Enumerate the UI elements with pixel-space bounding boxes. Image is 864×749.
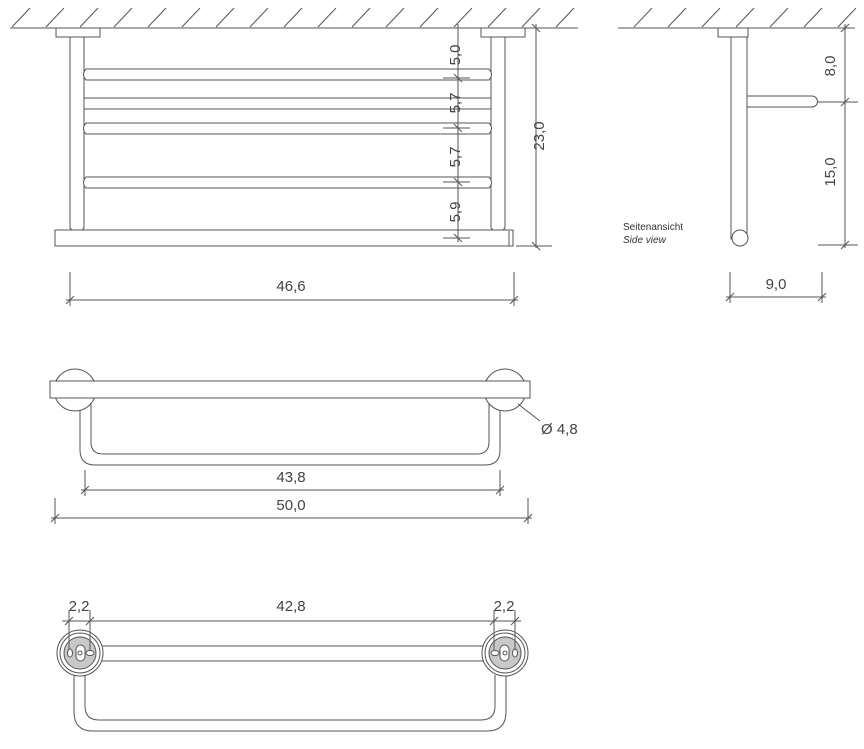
screw-slot bbox=[490, 650, 500, 656]
hatch-mark bbox=[555, 7, 575, 28]
towel-bar-outer bbox=[73, 675, 507, 732]
upper-dim: 8,0 bbox=[822, 56, 839, 77]
hatch-mark bbox=[735, 7, 755, 28]
shelf-rail bbox=[95, 645, 487, 662]
screw-slot bbox=[85, 650, 95, 656]
post bbox=[730, 36, 748, 240]
left-wall-mount bbox=[56, 629, 104, 677]
ceiling-hatching bbox=[11, 7, 575, 28]
right-wall-mount bbox=[481, 629, 529, 677]
towel-bar bbox=[54, 229, 514, 247]
hatch-mark bbox=[11, 7, 31, 28]
towel-bar-inner bbox=[84, 675, 496, 721]
hatch-mark bbox=[45, 7, 65, 28]
hatch-mark bbox=[79, 7, 99, 28]
shelf-bar-4 bbox=[83, 176, 492, 189]
spacing-dim-4: 5,9 bbox=[447, 202, 464, 223]
side-view-label-de: Seitenansicht bbox=[623, 222, 683, 233]
center-dim: 42,8 bbox=[276, 598, 305, 615]
hatch-mark bbox=[419, 7, 439, 28]
inner-width-dimension: 43,8 bbox=[80, 469, 505, 496]
towel-bar-outer bbox=[79, 398, 501, 466]
left-offset-dim: 2,2 bbox=[69, 598, 90, 615]
spacing-dim-1: 5,0 bbox=[447, 45, 464, 66]
depth-dim: 9,0 bbox=[766, 276, 787, 293]
spacing-dim-2: 5,7 bbox=[447, 93, 464, 114]
outer-width-dim: 50,0 bbox=[276, 497, 305, 514]
mount-plate bbox=[717, 27, 749, 38]
outer-width-dimension: 50,0 bbox=[50, 497, 533, 524]
screw-slot bbox=[512, 648, 518, 658]
shelf-bar-3 bbox=[83, 122, 492, 135]
left-mount-plate bbox=[55, 27, 101, 38]
diameter-dim: Ø 4,8 bbox=[541, 421, 578, 438]
screw-hole bbox=[75, 644, 86, 662]
hatch-mark bbox=[283, 7, 303, 28]
diameter-leader bbox=[517, 403, 541, 422]
hatch-mark bbox=[487, 7, 507, 28]
towel-bar-end bbox=[731, 229, 749, 247]
hatch-mark bbox=[147, 7, 167, 28]
hatch-mark bbox=[453, 7, 473, 28]
top-view: Ø 4,8 43,8 50,0 bbox=[49, 368, 578, 524]
hatch-mark bbox=[215, 7, 235, 28]
hatch-mark bbox=[633, 7, 653, 28]
spacing-dimension: 5,0 5,7 5,7 5,9 bbox=[443, 24, 470, 243]
screw-slot bbox=[67, 648, 73, 658]
hatch-mark bbox=[181, 7, 201, 28]
hatch-mark bbox=[701, 7, 721, 28]
hatch-mark bbox=[521, 7, 541, 28]
hatch-mark bbox=[317, 7, 337, 28]
depth-dimension: 9,0 bbox=[725, 272, 827, 303]
side-view-label-en: Side view bbox=[623, 235, 667, 246]
front-view: 5,0 5,7 5,7 5,9 23,0 46,6 bbox=[10, 7, 578, 306]
right-offset-dim: 2,2 bbox=[494, 598, 515, 615]
spacing-dim-3: 5,7 bbox=[447, 147, 464, 168]
height-dimension: 23,0 bbox=[516, 23, 552, 251]
bottom-view: 2,2 42,8 2,2 bbox=[56, 598, 529, 732]
left-post bbox=[69, 36, 85, 234]
hatch-mark bbox=[249, 7, 269, 28]
towel-bar-inner bbox=[90, 398, 490, 455]
hatch-mark bbox=[113, 7, 133, 28]
side-vertical-dimension: 8,0 15,0 bbox=[818, 23, 858, 250]
hatch-mark bbox=[351, 7, 371, 28]
height-dim: 23,0 bbox=[531, 121, 548, 150]
side-view: 8,0 15,0 Seitenansicht Side view 9,0 bbox=[618, 7, 858, 303]
hatch-mark bbox=[667, 7, 687, 28]
width-dim: 46,6 bbox=[276, 278, 305, 295]
right-mount-plate bbox=[480, 27, 526, 38]
screw-hole bbox=[499, 644, 510, 662]
shelf-top bbox=[49, 380, 531, 399]
hole-spacing-dimension: 2,2 42,8 2,2 bbox=[62, 598, 521, 650]
shelf-arm bbox=[746, 95, 818, 108]
hatch-mark bbox=[385, 7, 405, 28]
shelf-bar-1 bbox=[83, 68, 492, 81]
right-post bbox=[490, 36, 506, 234]
hatch-mark bbox=[769, 7, 789, 28]
hatch-mark bbox=[803, 7, 823, 28]
inner-width-dim: 43,8 bbox=[276, 469, 305, 486]
hatch-mark bbox=[837, 7, 857, 28]
width-dimension: 46,6 bbox=[65, 272, 519, 306]
ceiling-hatching bbox=[633, 7, 857, 28]
lower-dim: 15,0 bbox=[822, 157, 839, 186]
